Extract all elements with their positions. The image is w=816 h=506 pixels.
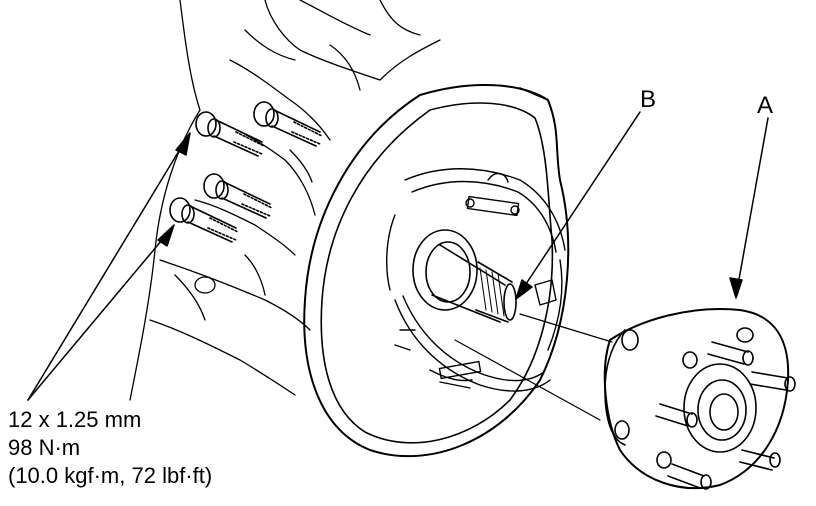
thread-size-text: 12 x 1.25 mm [8,407,142,432]
mounting-bolt-lower-left [169,197,239,243]
callout-a-leader [729,117,769,299]
callout-a-label: A [757,92,774,119]
mounting-bolt-lower-right [203,173,273,219]
hub-bearing-unit [603,308,790,490]
parking-brake-shoes [386,168,566,392]
brake-backing-plate [303,84,570,458]
mounting-bolt-upper-right [253,101,323,147]
bolt-callout-leaders [27,132,191,401]
callout-b-label: B [640,86,657,113]
knuckle-outline [129,0,441,401]
callout-b-leader [515,111,641,300]
torque-nm-text: 98 N·m [8,435,81,460]
axle-spindle [412,229,517,323]
wheel-studs [655,341,796,490]
mounting-bolt-upper-left [195,111,265,157]
hub-alignment-lines [454,313,613,421]
torque-spec-block: 12 x 1.25 mm 98 N·m (10.0 kgf·m, 72 lbf·… [8,406,212,490]
torque-alt-units-text: (10.0 kgf·m, 72 lbf·ft) [8,463,213,488]
